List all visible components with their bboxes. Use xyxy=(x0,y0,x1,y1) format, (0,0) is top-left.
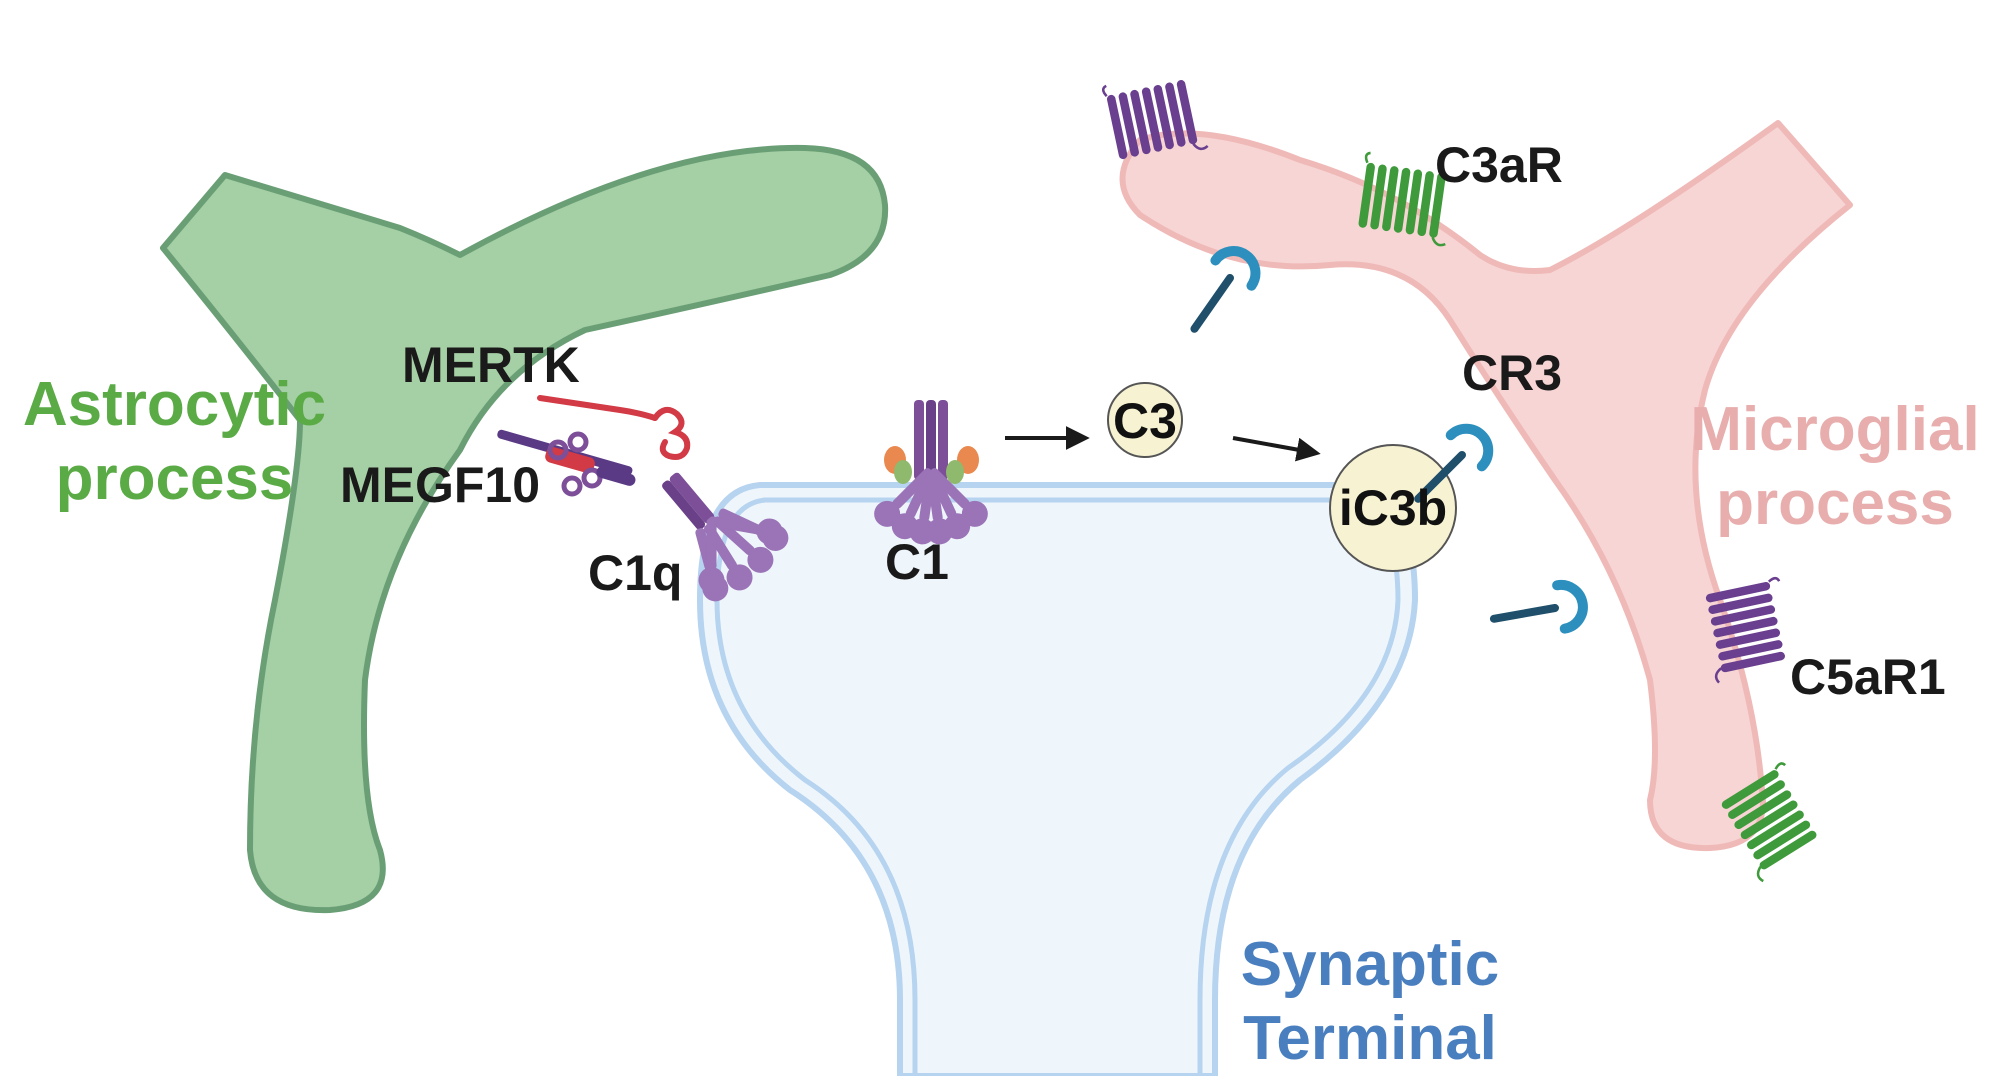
synaptic-line1: Synaptic xyxy=(1240,930,1500,999)
synaptic-terminal-label: Synaptic Terminal xyxy=(1225,928,1515,1077)
c3ar-label: C3aR xyxy=(1435,137,1563,193)
cr3-receptor-icon xyxy=(1490,581,1586,640)
cr3-receptor-icon xyxy=(1176,242,1264,341)
microglial-line2: process xyxy=(1716,469,1954,539)
microglial-process-shape xyxy=(1119,120,1853,852)
synaptic-line2: Terminal xyxy=(1243,1004,1497,1074)
megf10-label: MEGF10 xyxy=(340,457,541,513)
microglial-process-label: Microglial process xyxy=(1685,393,1985,542)
c1q-label: C1q xyxy=(588,545,683,601)
ic3b-circle xyxy=(1329,444,1457,572)
mertk-label: MERTK xyxy=(402,337,580,393)
arrow-icon xyxy=(1232,436,1321,462)
c1q-complex-icon xyxy=(662,472,793,605)
synaptic-terminal-inner xyxy=(714,497,1401,1076)
mertk-receptor-icon xyxy=(537,395,691,460)
c1-label: C1 xyxy=(885,534,949,590)
astrocytic-line2: process xyxy=(55,444,294,514)
synaptic-terminal-outer xyxy=(696,482,1419,1076)
c3-label: C3 xyxy=(1113,393,1177,449)
astrocytic-process-label: Astrocytic process xyxy=(12,368,337,517)
megf10-receptor-icon xyxy=(497,429,636,497)
c1-complex-icon xyxy=(868,400,994,547)
c5ar1-label: C5aR1 xyxy=(1790,649,1946,705)
microglial-line1: Microglial xyxy=(1690,395,1980,464)
astrocytic-process-shape xyxy=(160,144,889,914)
cr3-label: CR3 xyxy=(1462,345,1563,401)
astrocytic-line1: Astrocytic xyxy=(22,370,327,439)
ic3b-label: iC3b xyxy=(1338,480,1448,536)
c3-circle xyxy=(1107,382,1183,458)
